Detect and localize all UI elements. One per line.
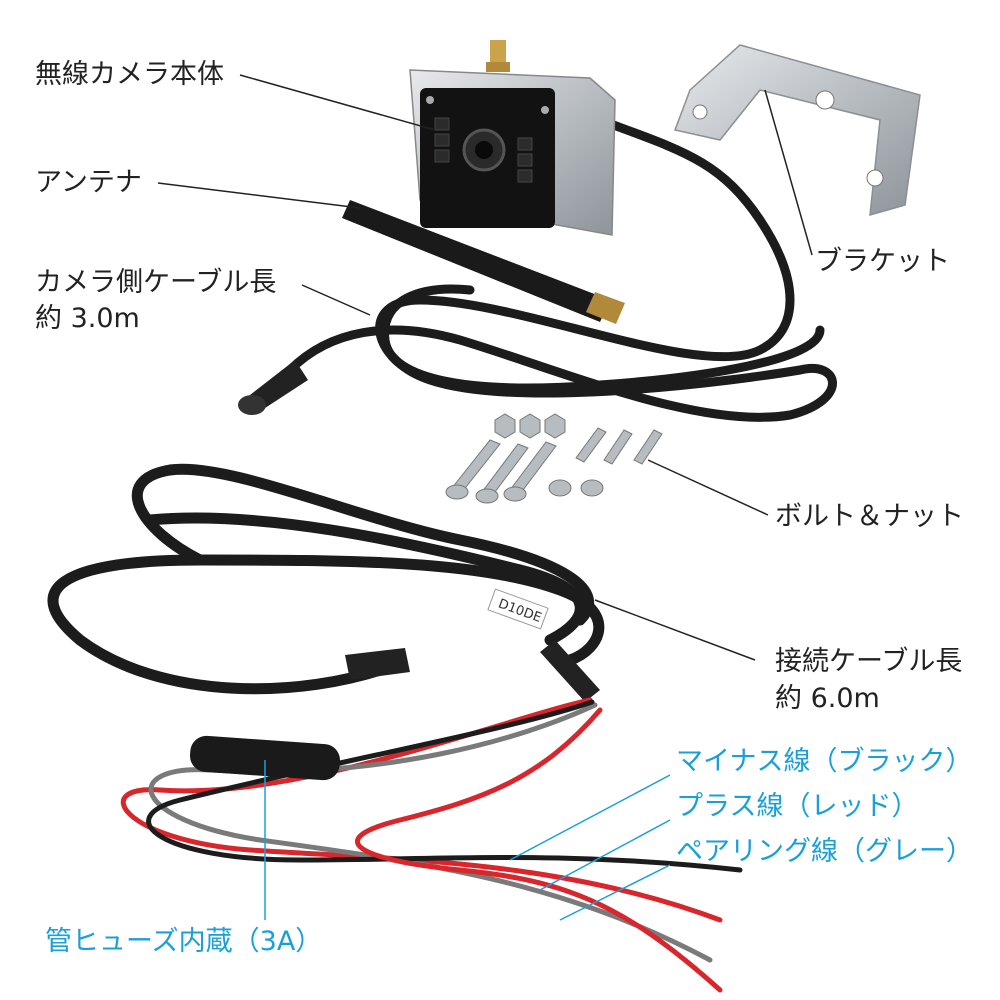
bolt-nut-label: ボルト＆ナット xyxy=(775,501,964,532)
inline-connector xyxy=(345,640,600,702)
bracket-label: ブラケット xyxy=(815,246,950,277)
antenna-label: アンテナ xyxy=(35,167,142,198)
leader-lines xyxy=(157,74,813,921)
power-wires xyxy=(120,697,743,993)
camera-body-label: 無線カメラ本体 xyxy=(35,59,224,90)
camera-connector xyxy=(238,360,308,415)
cable-tag: D10DE xyxy=(487,588,549,630)
pairing-wire-label: ペアリング線（グレー） xyxy=(676,836,973,867)
plus-wire-label: プラス線（レッド） xyxy=(676,791,919,822)
fuse-label: 管ヒューズ内蔵（3A） xyxy=(45,926,323,957)
antenna xyxy=(342,200,625,324)
connection-cable xyxy=(47,463,605,695)
bolts-and-nuts xyxy=(445,413,663,504)
connect-cable-length: 約 6.0m xyxy=(775,683,880,714)
connect-cable-label: 接続ケーブル長 xyxy=(775,646,963,677)
fuse-holder xyxy=(190,735,340,781)
camera-cable xyxy=(285,115,837,422)
bracket xyxy=(673,44,921,217)
camera-cable-length: 約 3.0m xyxy=(35,303,140,334)
camera-cable-label: カメラ側ケーブル長 xyxy=(35,267,277,298)
camera-body xyxy=(409,40,616,236)
minus-wire-label: マイナス線（ブラック） xyxy=(676,746,973,777)
